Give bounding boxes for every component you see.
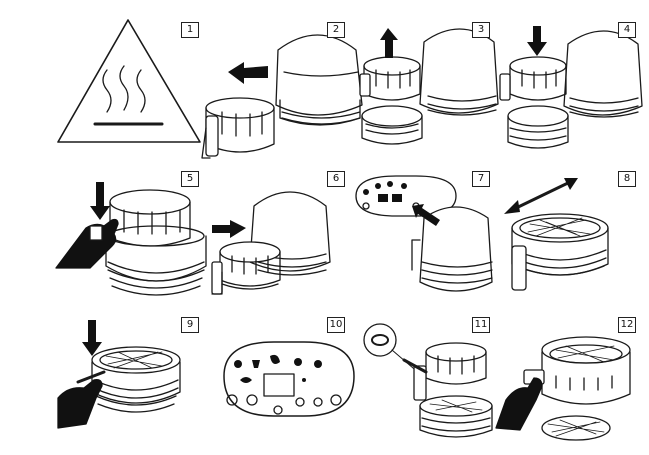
step-number-9: 9 bbox=[181, 317, 199, 333]
hand-icon bbox=[57, 378, 103, 429]
step-number-1: 1 bbox=[181, 22, 199, 38]
hand-icon bbox=[55, 218, 119, 269]
step-2-illustration bbox=[201, 34, 363, 159]
step-5-illustration bbox=[55, 182, 207, 296]
step-9-illustration bbox=[57, 320, 181, 429]
step-number-3: 3 bbox=[472, 22, 490, 38]
arrow-up-icon bbox=[380, 28, 398, 58]
arrow-diagonal-icon bbox=[412, 204, 440, 226]
step-number-2: 2 bbox=[327, 22, 345, 38]
arrow-down-icon bbox=[82, 320, 102, 356]
step-number-5: 5 bbox=[181, 171, 199, 187]
arrow-down-icon bbox=[527, 26, 547, 56]
step-6-illustration bbox=[211, 191, 331, 295]
step-number-4: 4 bbox=[618, 22, 636, 38]
step-number-7: 7 bbox=[472, 171, 490, 187]
step-8-illustration bbox=[504, 178, 609, 291]
step-3-illustration bbox=[359, 28, 499, 145]
step-number-11: 11 bbox=[472, 317, 490, 333]
step-number-10: 10 bbox=[327, 317, 345, 333]
double-arrow-icon bbox=[504, 178, 578, 214]
step-number-6: 6 bbox=[327, 171, 345, 187]
arrow-down-icon bbox=[90, 182, 110, 220]
arrow-right-icon bbox=[212, 220, 246, 238]
arrow-left-icon bbox=[228, 62, 268, 84]
hand-icon bbox=[495, 377, 543, 431]
step-4-illustration bbox=[499, 26, 643, 149]
control-panel-icon bbox=[223, 341, 355, 417]
hot-surface-warning-icon bbox=[57, 19, 201, 143]
step-number-12: 12 bbox=[618, 317, 636, 333]
step-12-illustration bbox=[495, 336, 631, 441]
step-number-8: 8 bbox=[618, 171, 636, 187]
step-7-illustration bbox=[355, 175, 493, 292]
step-11-illustration bbox=[363, 323, 493, 438]
